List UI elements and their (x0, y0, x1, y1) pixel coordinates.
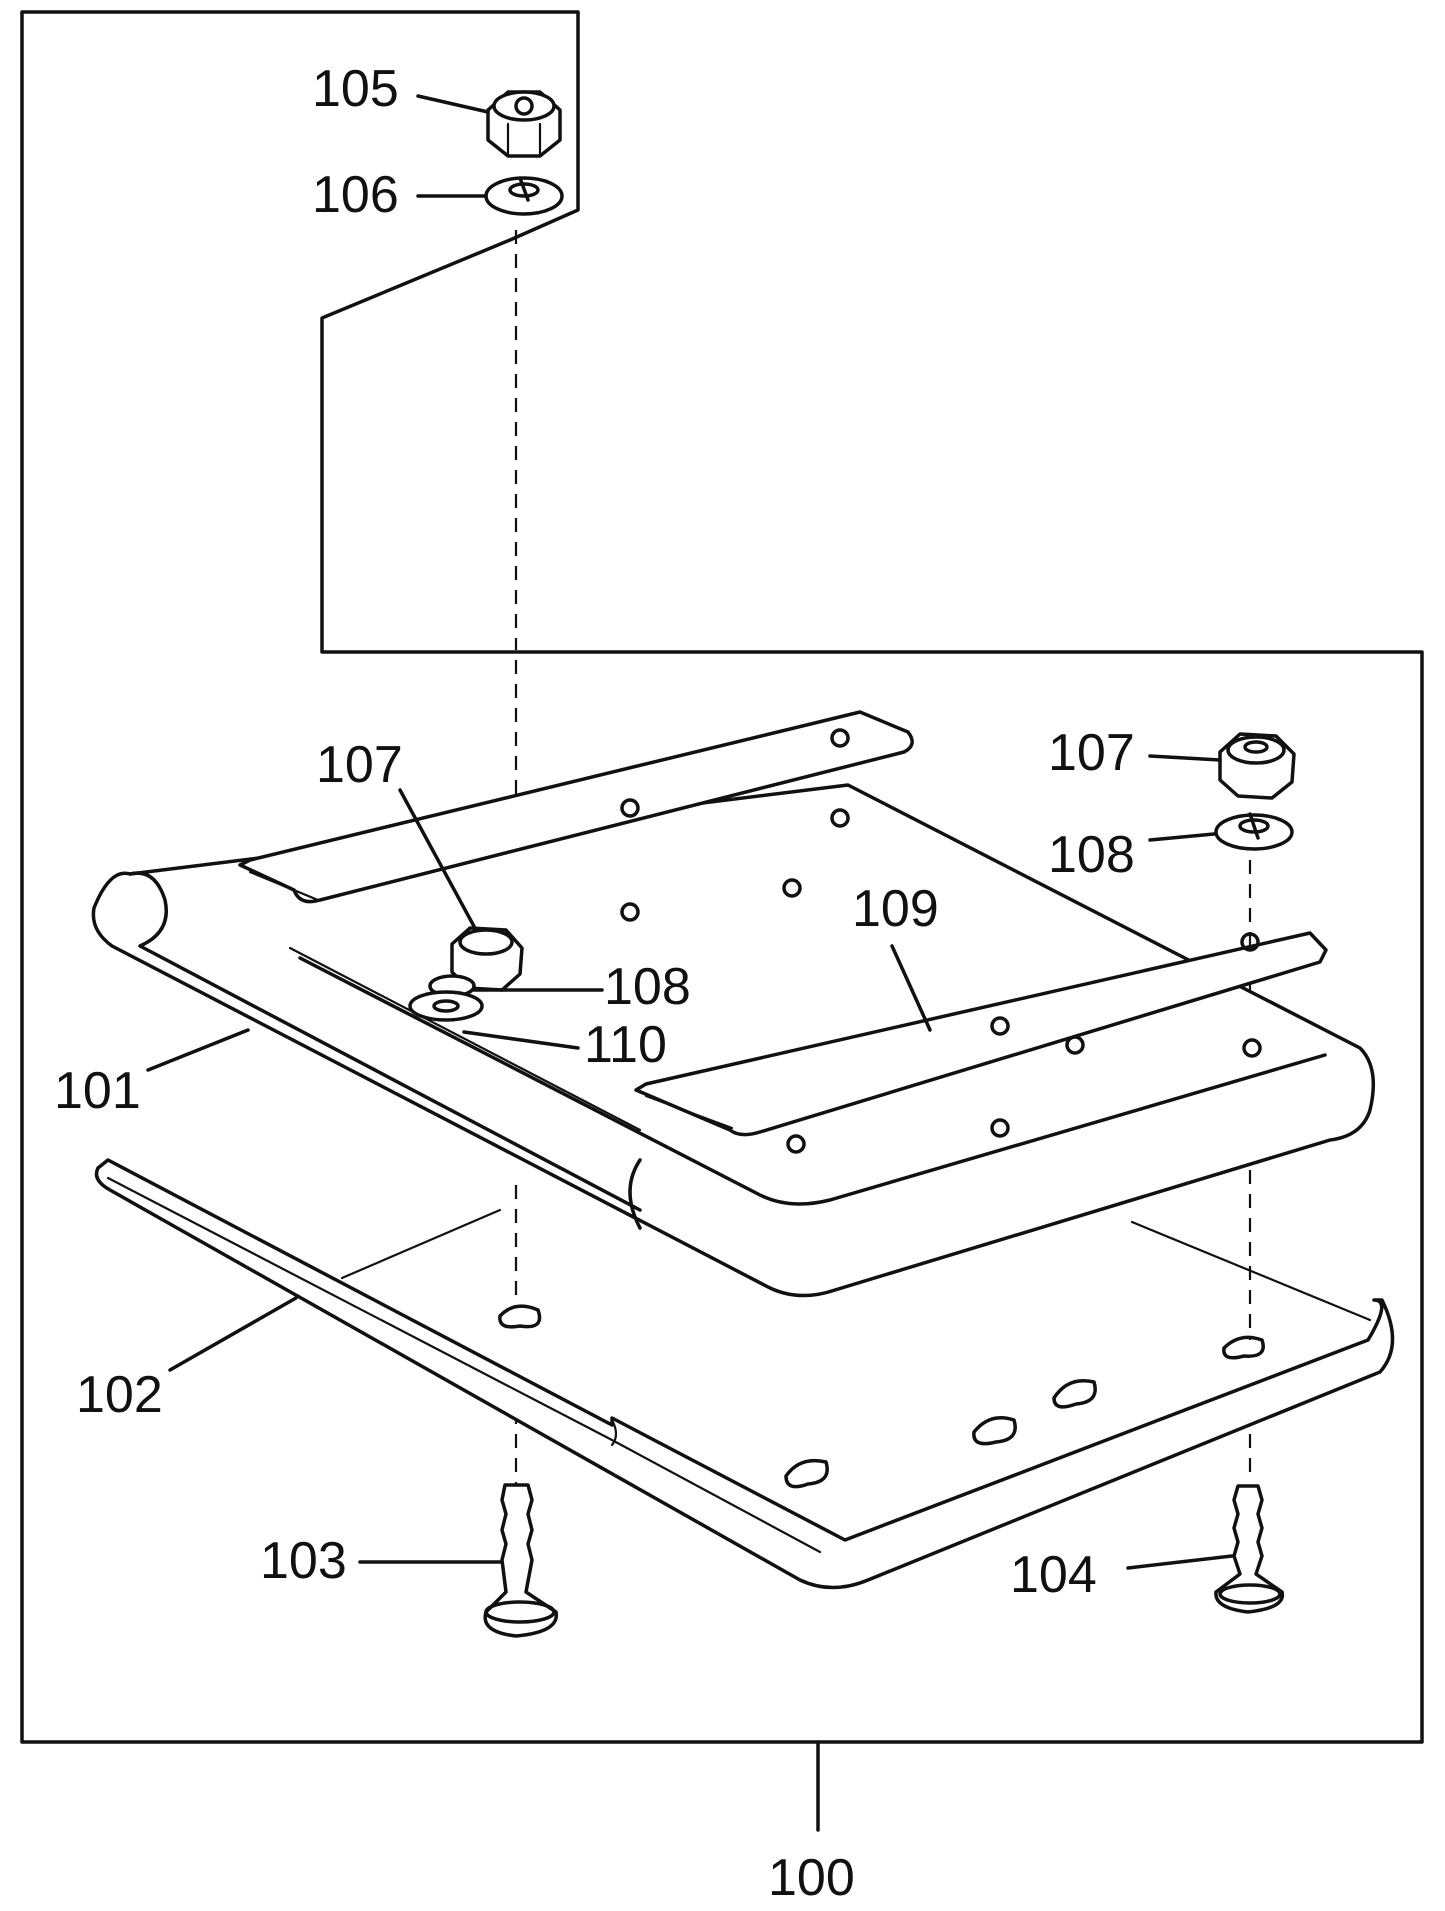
nut-105 (486, 90, 562, 158)
leader-107-left (398, 788, 478, 932)
leader-107-right (1148, 754, 1222, 762)
callout-102: 102 (76, 1366, 163, 1424)
screw-103 (483, 1483, 558, 1638)
callout-109: 109 (852, 880, 939, 938)
callout-106: 106 (312, 166, 399, 224)
washer-110 (408, 990, 484, 1022)
callout-108-right: 108 (1048, 826, 1135, 884)
callout-105: 105 (312, 60, 399, 118)
callout-110: 110 (584, 1016, 667, 1074)
leader-110 (462, 1030, 580, 1050)
washer-108-right (1214, 812, 1294, 851)
washer-106 (484, 176, 564, 216)
assembly-number-100: 100 (768, 1849, 855, 1906)
leader-108-right (1148, 832, 1216, 842)
bottom-plate-102 (94, 1158, 1395, 1590)
mounting-strip-109 (634, 931, 1328, 1154)
callout-101: 101 (54, 1062, 141, 1120)
leader-109 (890, 944, 932, 1032)
callout-103: 103 (260, 1532, 347, 1590)
leader-104 (1126, 1554, 1234, 1570)
leader-102 (168, 1296, 298, 1372)
callout-108-left: 108 (604, 958, 691, 1016)
callout-104: 104 (1010, 1546, 1097, 1604)
screw-104 (1214, 1484, 1285, 1614)
assembly-boundary-frame (20, 10, 1424, 1744)
nut-107-right (1218, 732, 1296, 800)
callout-107-left: 107 (316, 736, 403, 794)
leader-101 (146, 1028, 250, 1072)
callout-107-right: 107 (1048, 724, 1135, 782)
mounting-strip-upper (238, 710, 914, 904)
pad-101 (91, 783, 1376, 1298)
leader-105 (416, 94, 490, 114)
